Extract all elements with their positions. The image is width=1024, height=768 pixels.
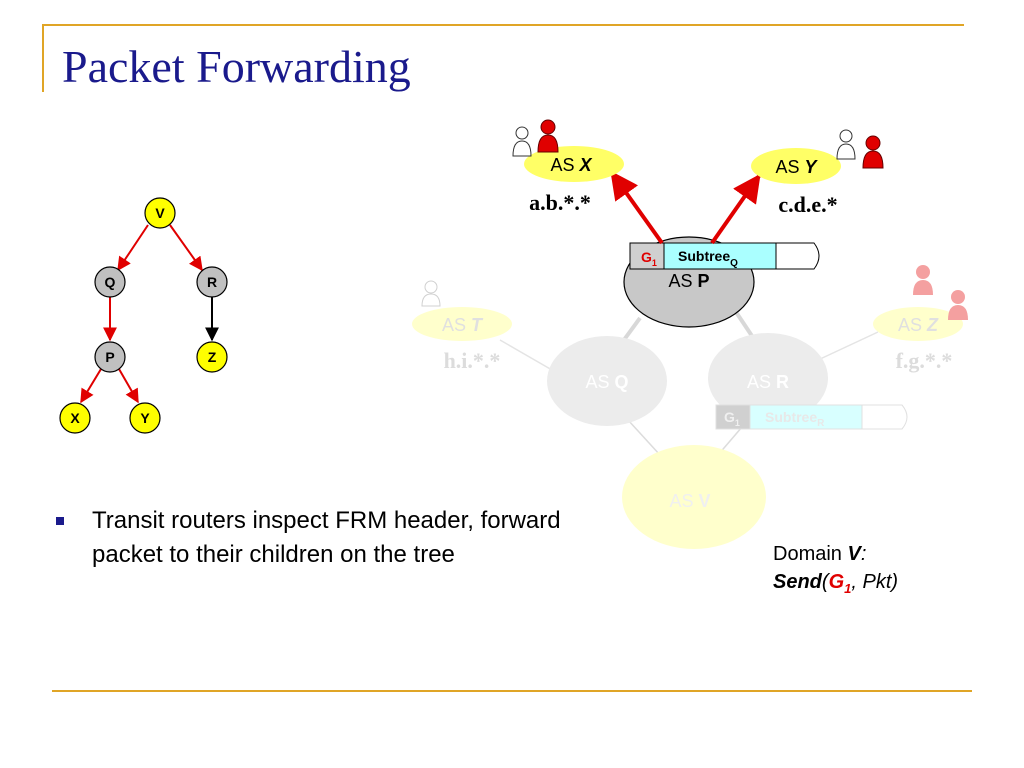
header-p-tail bbox=[775, 242, 820, 270]
receiver-icon-t-faded bbox=[421, 280, 441, 307]
as-r: AS R bbox=[708, 333, 828, 423]
tree-node-p bbox=[94, 341, 126, 373]
tree-node-q-label: Q bbox=[105, 274, 116, 290]
caption-colon: : bbox=[860, 543, 867, 565]
tree-node-y-label: Y bbox=[140, 410, 150, 426]
caption-domain: V bbox=[847, 543, 861, 565]
tree-node-z bbox=[196, 341, 228, 373]
header-r-subtree: SubtreeR bbox=[765, 409, 825, 429]
as-t: AS T h.i.*.* bbox=[412, 307, 512, 373]
caption-paren: ( bbox=[821, 571, 829, 593]
as-z: AS Z f.g.*.* bbox=[873, 307, 963, 373]
tree-node-q bbox=[94, 266, 126, 298]
tree-edge-p-x bbox=[80, 368, 102, 404]
caption-send: Send bbox=[773, 571, 822, 593]
caption-group: G bbox=[828, 571, 845, 593]
as-z-label: AS Z bbox=[898, 315, 939, 335]
as-q-node bbox=[547, 336, 667, 426]
as-p-label: AS P bbox=[668, 271, 709, 291]
header-r-g: G1 bbox=[724, 409, 740, 428]
receiver-icon-z-faded-1 bbox=[913, 265, 933, 295]
link-r-z bbox=[817, 331, 879, 361]
left-rule bbox=[42, 24, 44, 92]
as-q: AS Q bbox=[547, 336, 667, 426]
tree-edge-p-y bbox=[118, 368, 139, 404]
top-rule bbox=[42, 24, 964, 26]
tree-node-y bbox=[129, 402, 161, 434]
as-y-address: c.d.e.* bbox=[778, 192, 837, 217]
as-z-node bbox=[873, 307, 963, 341]
forward-arrow-p-to-y bbox=[710, 173, 761, 245]
as-v-node bbox=[622, 445, 766, 549]
as-y-label: AS Y bbox=[775, 157, 818, 177]
tree-node-r-label: R bbox=[207, 274, 217, 290]
header-p-subtree: SubtreeQ bbox=[678, 248, 738, 269]
caption-rest: , Pkt) bbox=[851, 571, 899, 593]
frm-header-p: G1 SubtreeQ bbox=[629, 242, 820, 270]
as-z-address: f.g.*.* bbox=[896, 348, 953, 373]
caption-line-1: Domain V: bbox=[773, 540, 898, 568]
as-r-node bbox=[708, 333, 828, 423]
tree-node-v bbox=[144, 197, 176, 229]
tree-node-v-label: V bbox=[155, 205, 165, 221]
header-p-g: G1 bbox=[641, 249, 657, 268]
tree-node-r bbox=[196, 266, 228, 298]
receiver-icon-x-red bbox=[537, 119, 559, 153]
as-x-address: a.b.*.* bbox=[529, 190, 591, 215]
as-y: AS Y c.d.e.* bbox=[751, 148, 841, 217]
caption-line-2: Send(G1, Pkt) bbox=[773, 568, 898, 603]
as-r-label: AS R bbox=[747, 372, 789, 392]
tree-node-p-label: P bbox=[105, 349, 114, 365]
as-x-label: AS X bbox=[550, 155, 592, 175]
as-x-node bbox=[524, 146, 624, 182]
link-p-r bbox=[734, 310, 754, 338]
header-r-subtree-cell bbox=[749, 404, 863, 430]
header-r-g-cell bbox=[715, 404, 751, 430]
receiver-icon-x-white bbox=[512, 126, 532, 157]
receiver-icon-y-red bbox=[862, 135, 884, 169]
caption-prefix: Domain bbox=[773, 543, 848, 565]
link-q-v bbox=[627, 419, 661, 456]
tree-node-x bbox=[59, 402, 91, 434]
as-q-label: AS Q bbox=[585, 372, 628, 392]
header-p-g-cell bbox=[629, 242, 665, 270]
as-t-address: h.i.*.* bbox=[444, 348, 501, 373]
multicast-tree: V Q R P Z X Y bbox=[59, 197, 228, 434]
tree-node-z-label: Z bbox=[208, 349, 217, 365]
tree-edge-v-q bbox=[117, 224, 149, 272]
bullet-marker bbox=[56, 517, 64, 525]
as-t-label: AS T bbox=[442, 315, 484, 335]
as-t-node bbox=[412, 307, 512, 341]
receiver-icon-y-white bbox=[836, 129, 856, 160]
bullet-text: Transit routers inspect FRM header, forw… bbox=[92, 507, 561, 568]
frm-header-r: G1 SubtreeR bbox=[715, 404, 908, 430]
bottom-rule bbox=[52, 690, 972, 692]
slide-title: Packet Forwarding bbox=[62, 41, 411, 92]
tree-node-x-label: X bbox=[70, 410, 80, 426]
domain-caption: Domain V: Send(G1, Pkt) bbox=[773, 540, 898, 603]
as-v-label: AS V bbox=[669, 491, 710, 511]
forward-arrow-p-to-x bbox=[610, 170, 664, 245]
header-r-tail bbox=[861, 404, 908, 430]
as-x: AS X a.b.*.* bbox=[524, 146, 624, 215]
link-q-t bbox=[499, 339, 553, 371]
caption-group-sub: 1 bbox=[844, 581, 852, 596]
receiver-icon-z-faded-2 bbox=[948, 290, 968, 320]
as-v: AS V bbox=[622, 445, 766, 549]
as-y-node bbox=[751, 148, 841, 184]
tree-edge-v-r bbox=[169, 224, 203, 272]
